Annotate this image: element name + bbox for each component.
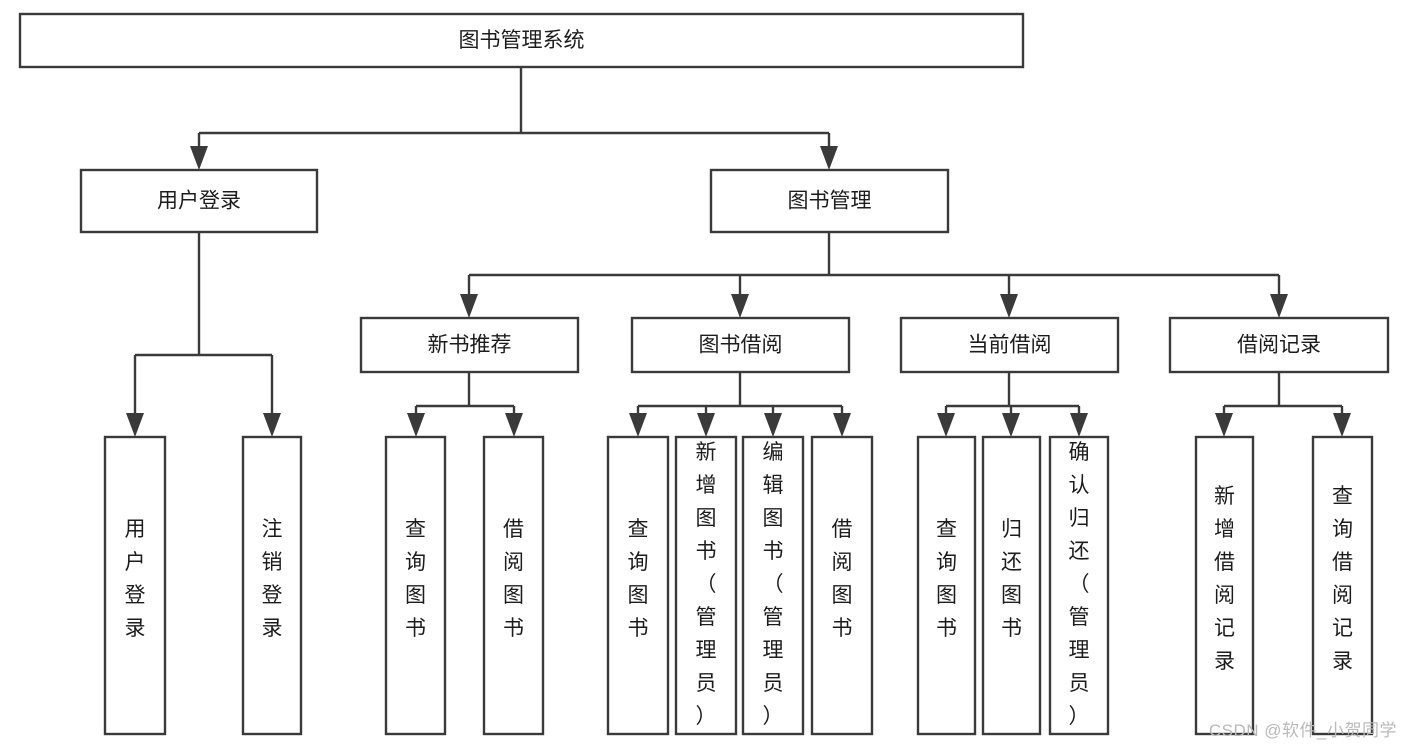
edge-newbook-children (407, 372, 523, 437)
edge-current-children (937, 372, 1088, 437)
node-label-leaf-newbook-borrow: 借阅图书 (503, 518, 524, 640)
node-label-leaf-records-query: 查询借阅记录 (1332, 485, 1353, 673)
node-box-leaf-borrow-add (674, 435, 738, 736)
node-borrow[interactable]: 图书借阅 (630, 316, 851, 374)
node-label-borrow: 图书借阅 (699, 334, 783, 357)
node-label-bookmgmt: 图书管理 (788, 190, 872, 213)
node-leaf-newbook-borrow[interactable]: 借阅图书 (482, 435, 545, 736)
node-leaf-newbook-query[interactable]: 查询图书 (384, 435, 447, 736)
node-label-current: 当前借阅 (968, 334, 1052, 357)
edge-borrow-children (629, 372, 851, 437)
node-box-root (18, 12, 1025, 69)
edge-root-children (190, 67, 838, 170)
node-box-borrow (630, 316, 851, 374)
node-box-leaf-user-login (103, 435, 167, 736)
node-leaf-borrow-query[interactable]: 查询图书 (606, 435, 670, 736)
node-leaf-borrow-add[interactable]: 新增图书（管理员） (674, 435, 738, 736)
node-box-leaf-current-query (916, 435, 977, 736)
node-login[interactable]: 用户登录 (79, 168, 319, 234)
node-box-leaf-newbook-borrow (482, 435, 545, 736)
nodes-layer: 图书管理系统用户登录图书管理新书推荐图书借阅当前借阅借阅记录用户登录注销登录查询… (18, 12, 1390, 736)
node-box-bookmgmt (709, 168, 950, 234)
node-label-root: 图书管理系统 (459, 29, 585, 52)
node-leaf-borrow-lend[interactable]: 借阅图书 (810, 435, 874, 736)
edge-records-children (1215, 372, 1351, 437)
node-label-leaf-borrow-lend: 借阅图书 (832, 518, 853, 640)
node-label-leaf-records-add: 新增借阅记录 (1214, 485, 1235, 673)
node-box-leaf-current-return (981, 435, 1042, 736)
node-newbook[interactable]: 新书推荐 (359, 316, 580, 374)
node-leaf-current-query[interactable]: 查询图书 (916, 435, 977, 736)
watermark-label: CSDN @软件_小贺同学 (1208, 721, 1397, 740)
node-label-login: 用户登录 (157, 190, 241, 213)
node-leaf-current-confirm[interactable]: 确认归还（管理员） (1048, 435, 1110, 736)
node-leaf-records-query[interactable]: 查询借阅记录 (1311, 435, 1374, 736)
node-label-leaf-borrow-add: 新增图书（管理员） (696, 441, 717, 728)
node-label-leaf-current-return: 归还图书 (1001, 518, 1022, 640)
node-box-current (899, 316, 1120, 374)
node-label-leaf-borrow-query: 查询图书 (628, 518, 649, 640)
edges-layer (126, 67, 1351, 437)
node-label-records: 借阅记录 (1237, 334, 1321, 357)
node-box-records (1168, 316, 1390, 374)
node-box-leaf-records-query (1311, 435, 1374, 736)
node-box-leaf-borrow-query (606, 435, 670, 736)
node-box-newbook (359, 316, 580, 374)
node-label-leaf-current-confirm: 确认归还（管理员） (1069, 441, 1090, 728)
node-label-leaf-current-query: 查询图书 (936, 518, 957, 640)
node-box-leaf-borrow-lend (810, 435, 874, 736)
node-leaf-current-return[interactable]: 归还图书 (981, 435, 1042, 736)
node-root[interactable]: 图书管理系统 (18, 12, 1025, 69)
node-bookmgmt[interactable]: 图书管理 (709, 168, 950, 234)
node-label-newbook: 新书推荐 (428, 334, 512, 357)
node-box-leaf-user-logout (241, 435, 303, 736)
node-leaf-borrow-edit[interactable]: 编辑图书（管理员） (741, 435, 805, 736)
node-records[interactable]: 借阅记录 (1168, 316, 1390, 374)
node-current[interactable]: 当前借阅 (899, 316, 1120, 374)
node-box-leaf-borrow-edit (741, 435, 805, 736)
node-label-leaf-newbook-query: 查询图书 (405, 518, 426, 640)
edge-bookmgmt-children (460, 232, 1288, 318)
node-box-leaf-newbook-query (384, 435, 447, 736)
node-box-leaf-current-confirm (1048, 435, 1110, 736)
node-leaf-records-add[interactable]: 新增借阅记录 (1194, 435, 1255, 736)
node-label-leaf-user-logout: 注销登录 (262, 518, 283, 640)
node-leaf-user-login[interactable]: 用户登录 (103, 435, 167, 736)
edge-login-children (126, 232, 281, 437)
node-label-leaf-user-login: 用户登录 (125, 518, 146, 640)
node-box-leaf-records-add (1194, 435, 1255, 736)
node-leaf-user-logout[interactable]: 注销登录 (241, 435, 303, 736)
node-box-login (79, 168, 319, 234)
node-label-leaf-borrow-edit: 编辑图书（管理员） (763, 441, 784, 728)
